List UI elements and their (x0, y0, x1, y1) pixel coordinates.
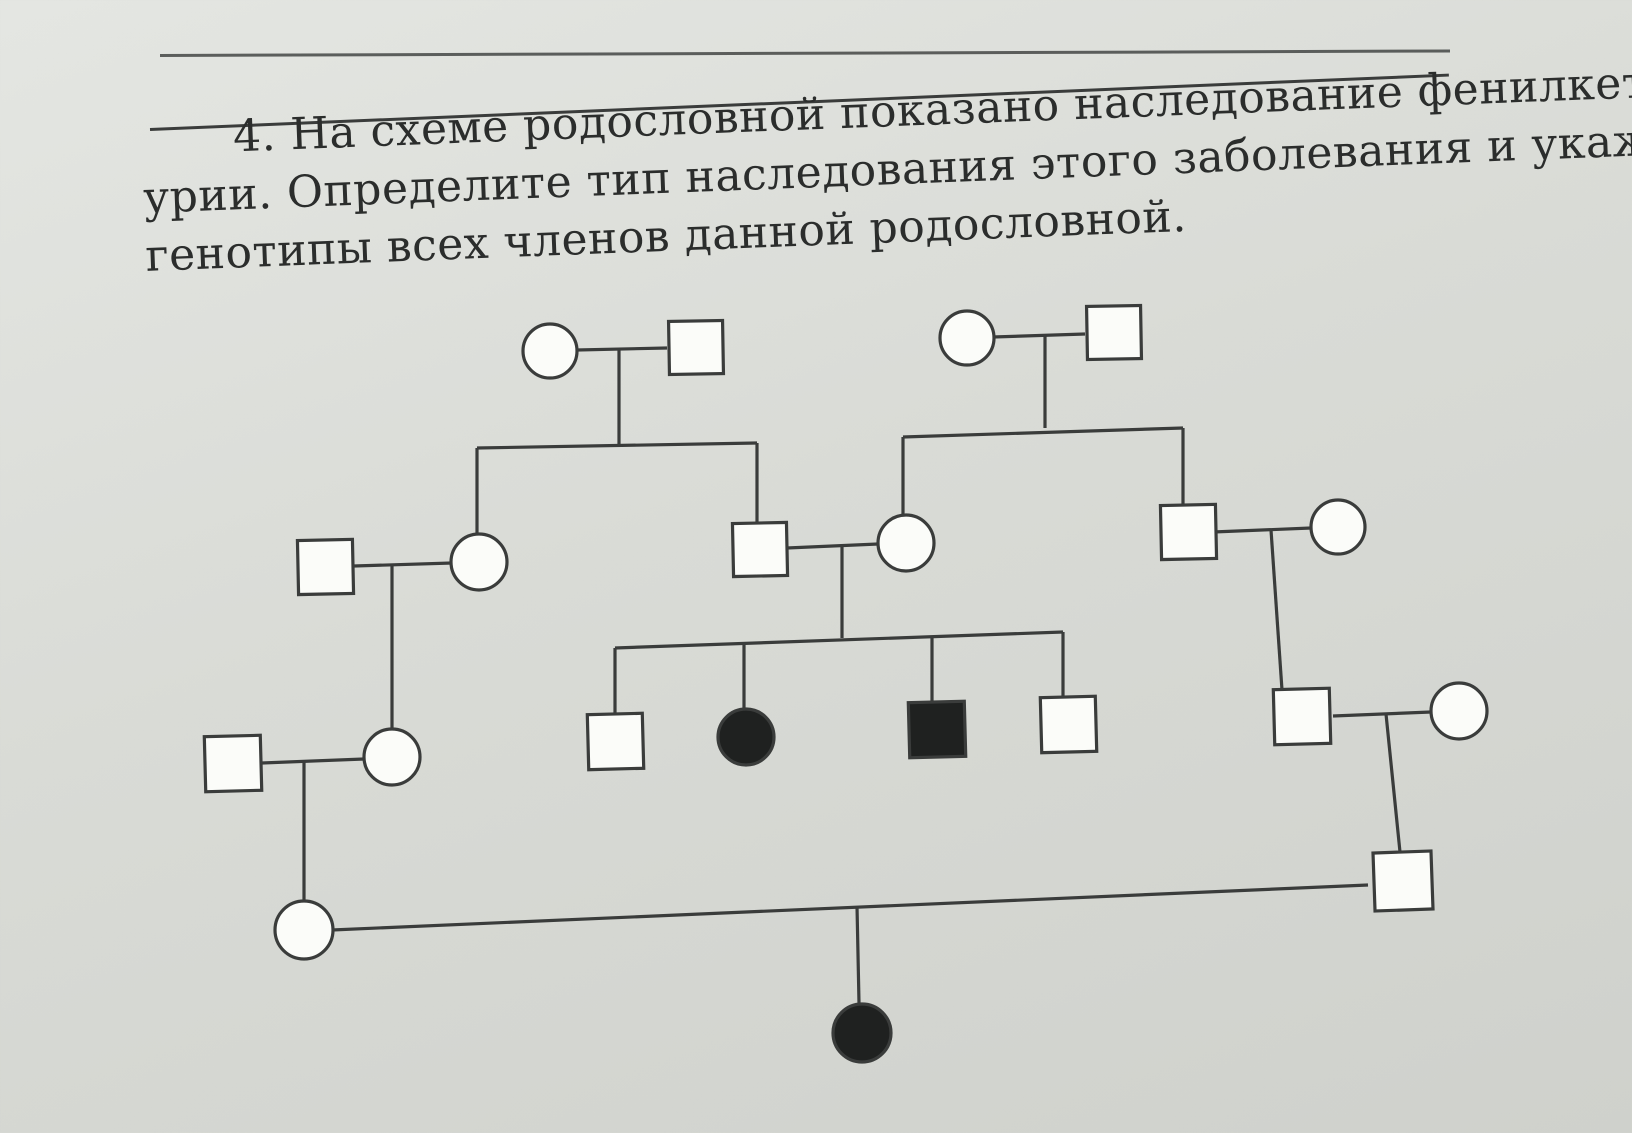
individual-V-1 (831, 1002, 893, 1064)
mating-line-II-1-II-2 (353, 561, 453, 568)
individual-III-3 (585, 711, 646, 772)
pedigree-links (261, 332, 1432, 1004)
mating-line-II-5-II-6 (1212, 526, 1312, 534)
individual-II-4 (876, 513, 936, 573)
mating-line-I-1-I-2 (576, 346, 668, 352)
individual-II-5 (1158, 502, 1219, 562)
descent-line-III-7-III-8 (1384, 713, 1402, 853)
individual-IV-1 (273, 899, 335, 961)
individual-I-1 (521, 322, 579, 380)
mating-line-I-3-I-4 (992, 332, 1086, 339)
descent-line-IV-1-IV-2 (855, 905, 861, 1004)
individual-II-6 (1309, 498, 1367, 556)
sibship-line-II-left (476, 441, 758, 450)
individual-III-1 (202, 733, 264, 794)
individual-III-4 (716, 707, 776, 767)
mating-line-II-3-II-4 (786, 542, 879, 550)
sibship-line-III-center (614, 630, 1064, 650)
individual-III-8 (1429, 681, 1489, 741)
individual-III-2 (362, 727, 422, 787)
pedigree-individuals (202, 303, 1489, 1064)
individual-III-7 (1271, 686, 1333, 747)
individual-II-1 (295, 537, 356, 597)
individual-I-2 (666, 318, 726, 377)
descent-line-II-5-II-6 (1269, 529, 1284, 691)
individual-III-6 (1038, 694, 1099, 755)
individual-III-5 (906, 699, 968, 760)
individual-II-3 (730, 520, 790, 579)
mating-line-IV-1-IV-2 (331, 883, 1369, 932)
mating-line-III-7-III-8 (1332, 710, 1432, 718)
individual-I-4 (1084, 303, 1144, 362)
individual-IV-2 (1371, 849, 1435, 913)
individual-II-2 (449, 532, 509, 592)
sibship-line-II-right (902, 426, 1184, 439)
individual-I-3 (938, 309, 996, 367)
mating-line-III-1-III-2 (261, 757, 365, 765)
